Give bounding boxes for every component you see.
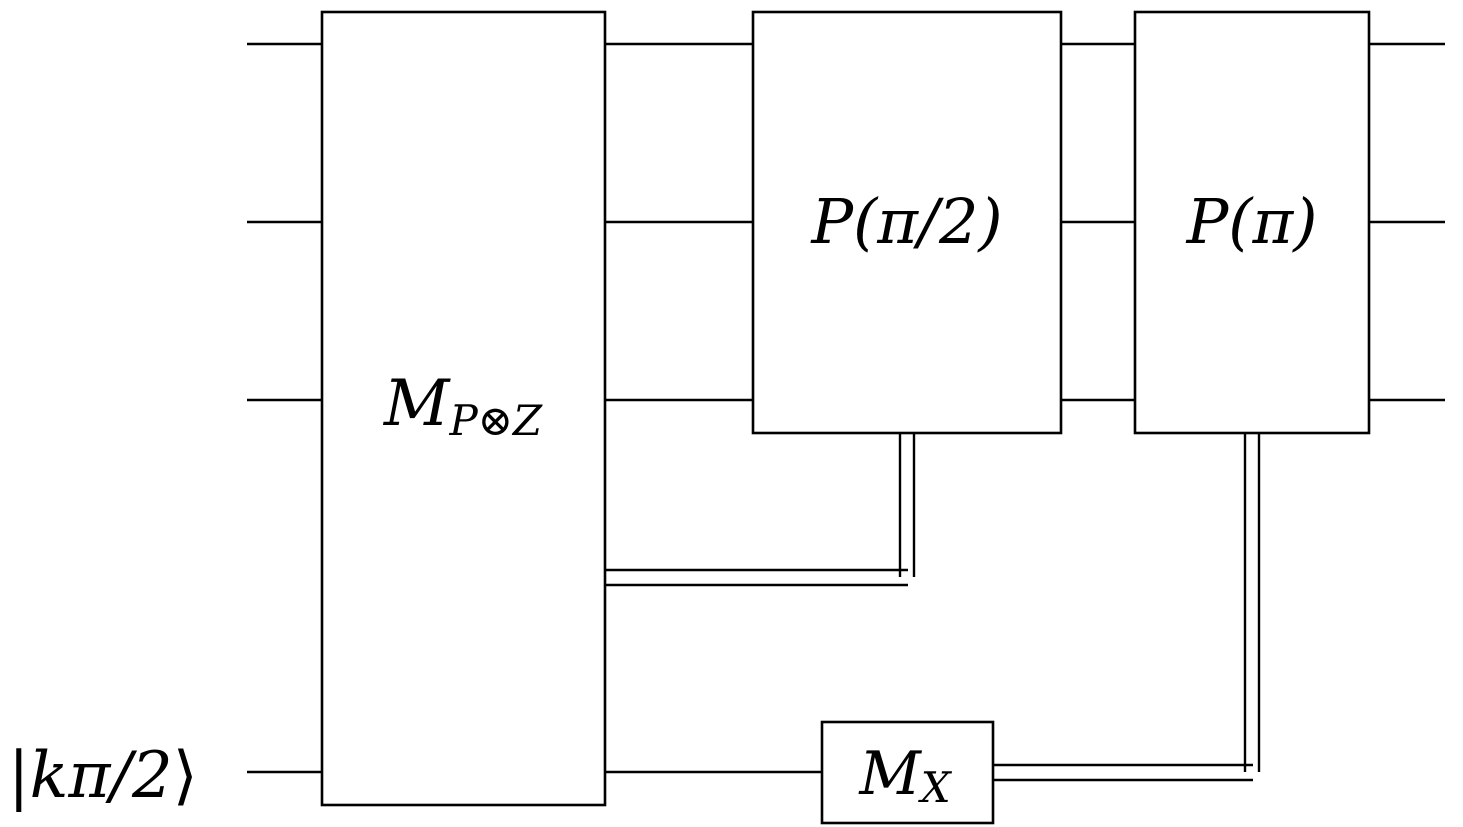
classical-wire-mx-to-phase-pi: [993, 433, 1261, 782]
gate-measure-x: MX: [820, 720, 995, 825]
gate-phase-half-pi: P(π/2): [751, 10, 1063, 435]
classical-wire-mpz-to-phase-half-pi: [605, 433, 916, 587]
gate-measure-x-label: MX: [858, 739, 952, 812]
gate-phase-pi-label: P(π): [1186, 185, 1318, 258]
gate-phase-half-pi-label: P(π/2): [810, 185, 1002, 258]
input-state-label: |kπ/2⟩: [8, 739, 198, 813]
gate-measure-pz-label: MP⊗Z: [383, 367, 543, 445]
gate-measure-pz: MP⊗Z: [320, 10, 607, 807]
gate-phase-pi: P(π): [1133, 10, 1371, 435]
